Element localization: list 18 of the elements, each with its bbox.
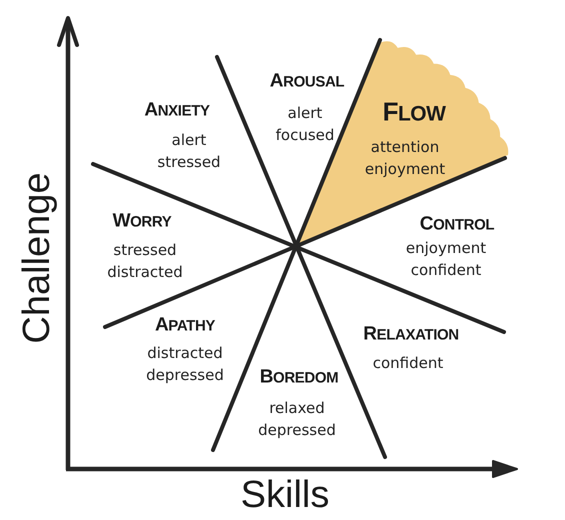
axis-title: Challenge — [18, 172, 56, 344]
zone-title: AROUSAL — [270, 72, 344, 92]
zone-title: CONTROL — [420, 214, 494, 236]
zone-title: APATHY — [154, 316, 216, 336]
zone-title: FLOW — [382, 100, 446, 126]
zone-description: alert focused — [276, 103, 334, 146]
zone-title: ANXIETY — [144, 100, 210, 122]
zone-description: confident — [372, 353, 444, 374]
zone-description: enjoyment confident — [406, 238, 486, 281]
zone-description: alert stressed — [157, 130, 221, 173]
zone-title: BOREDOM — [260, 368, 338, 388]
zone-title: WORRY — [112, 212, 172, 232]
axis-title: Skills — [240, 476, 330, 514]
zone-title: RELAXATION — [363, 324, 459, 346]
zone-description: distracted depressed — [146, 343, 224, 386]
zone-description: attention enjoyment — [364, 137, 446, 180]
zone-description: relaxed depressed — [258, 398, 336, 441]
zone-description: stressed distracted — [107, 240, 183, 283]
